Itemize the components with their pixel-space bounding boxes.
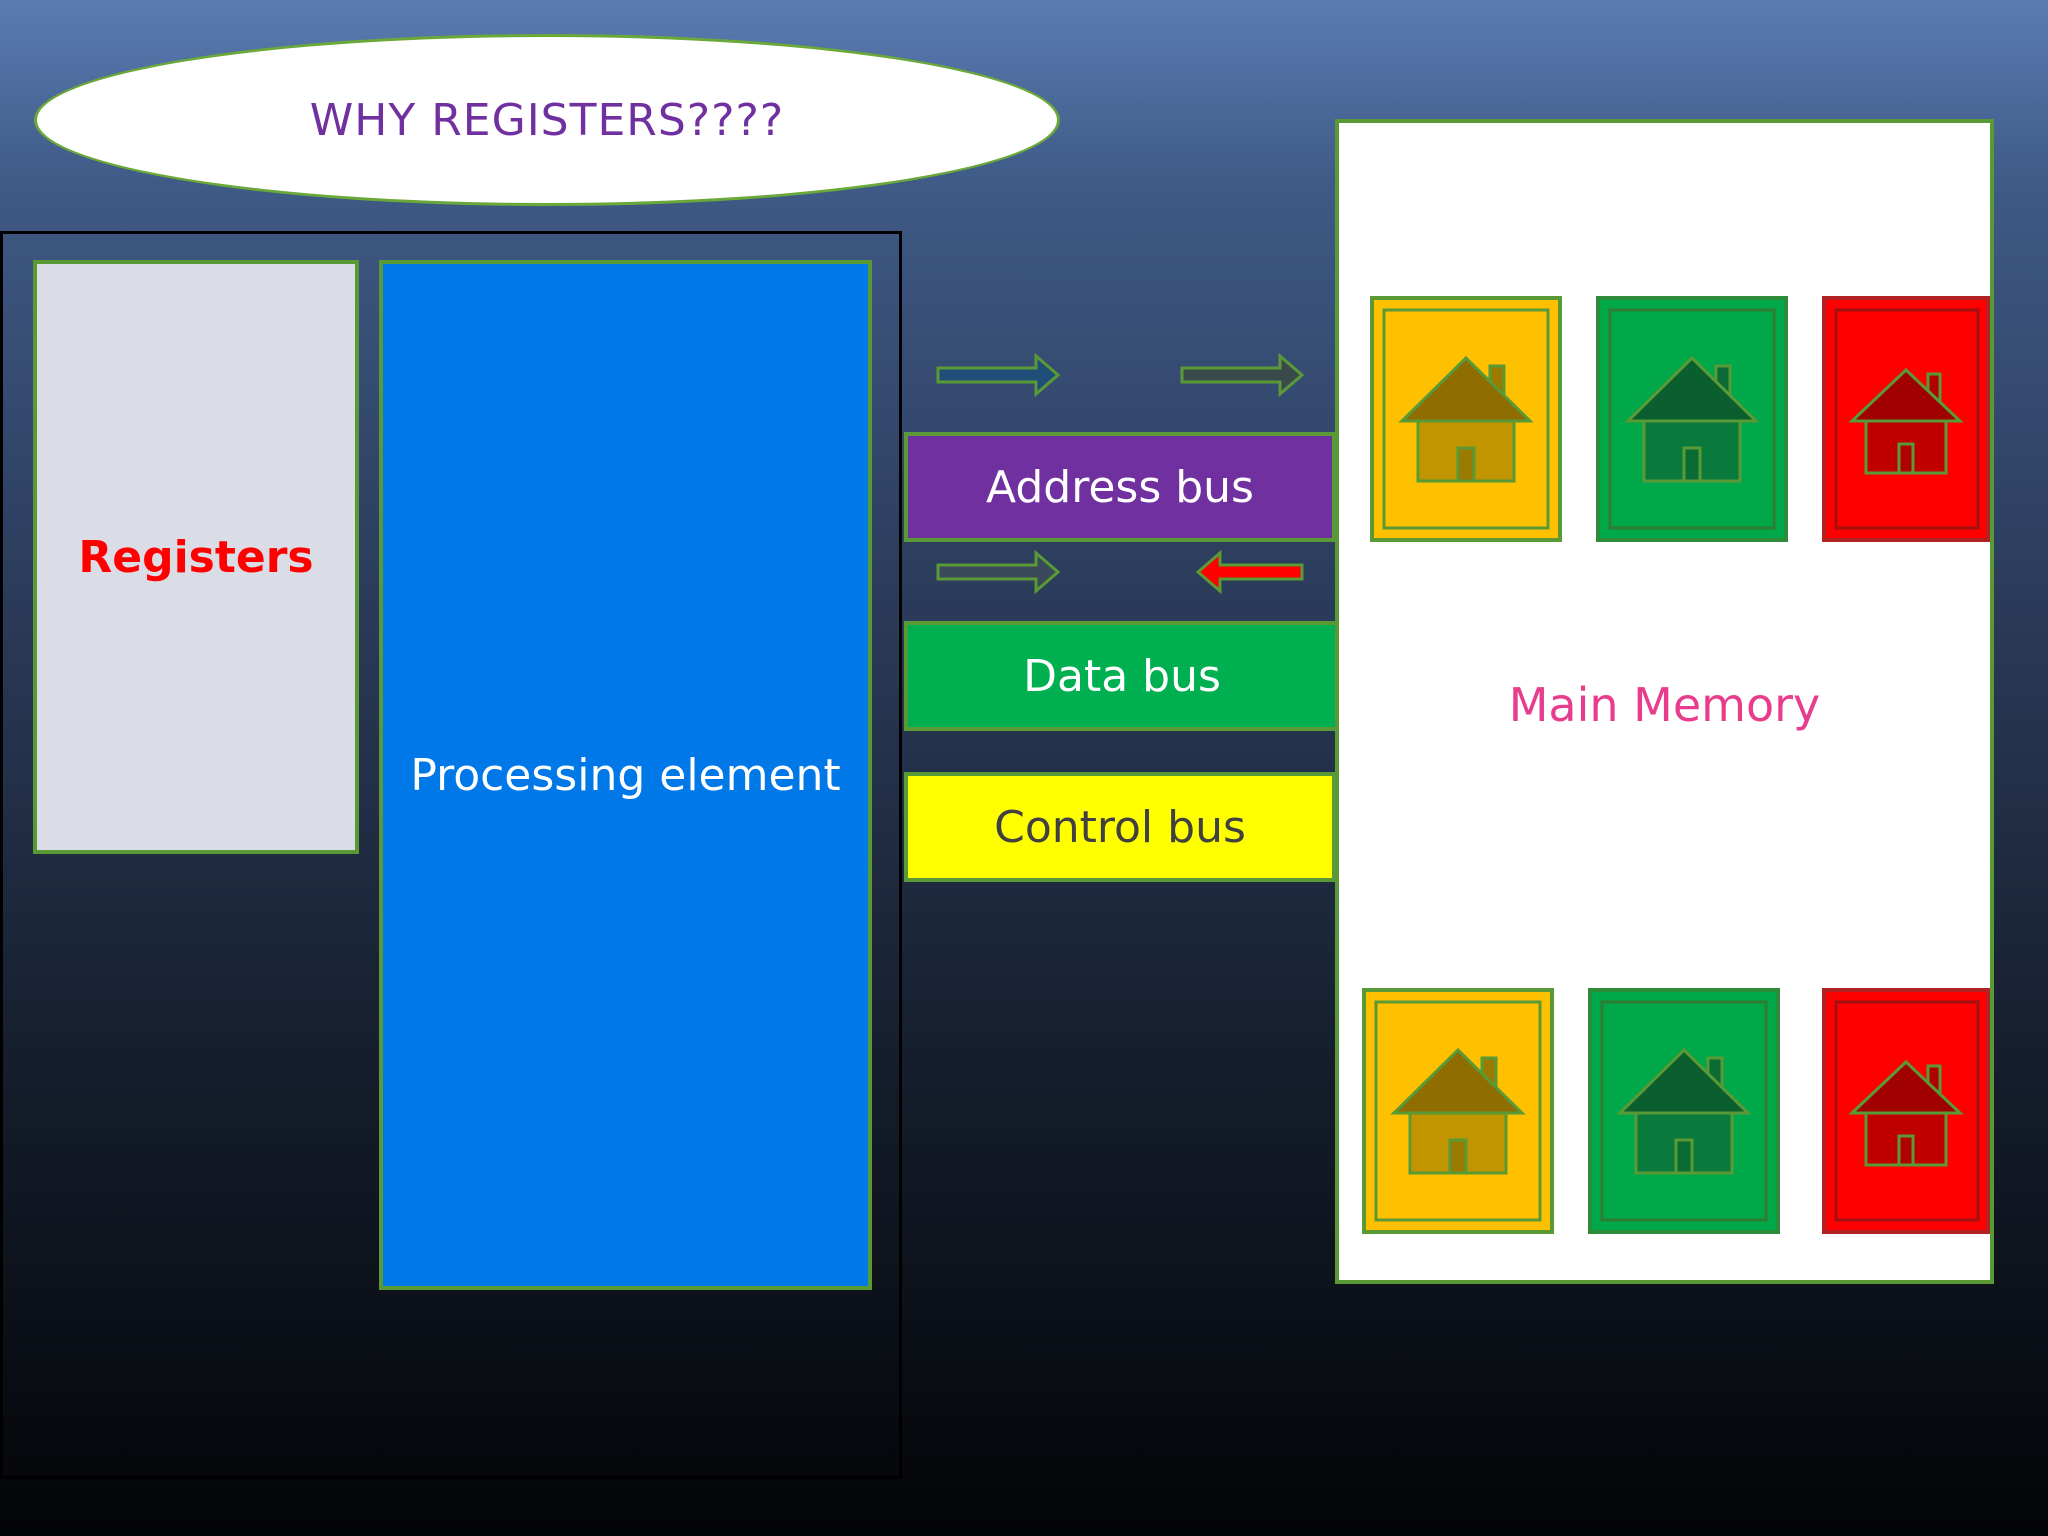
arrow-right-icon [1180, 352, 1305, 398]
house-icon [1390, 1047, 1526, 1175]
memory-cell-green [1596, 296, 1788, 542]
arrow-left-icon [1196, 549, 1304, 595]
house-icon [1848, 367, 1964, 475]
cpu-frame [0, 231, 902, 1479]
address-bus: Address bus [904, 432, 1336, 542]
house-icon [1624, 355, 1760, 483]
processing-element-box: Processing element [379, 260, 872, 1290]
control-bus: Control bus [904, 772, 1336, 882]
house-icon [1848, 1059, 1964, 1167]
address-bus-label: Address bus [986, 461, 1254, 513]
page-title: WHY REGISTERS???? [309, 94, 785, 146]
data-bus: Data bus [904, 621, 1340, 731]
data-bus-label: Data bus [1023, 650, 1221, 702]
memory-cell-red [1822, 296, 1990, 542]
arrow-right-icon [936, 549, 1061, 595]
main-memory-text: Main Memory [1508, 678, 1821, 732]
title-ellipse: WHY REGISTERS???? [34, 34, 1060, 206]
memory-cell-yellow [1370, 296, 1562, 542]
registers-label: Registers [78, 531, 314, 583]
house-icon [1398, 355, 1534, 483]
arrow-right-icon [936, 352, 1061, 398]
main-memory-label: Main Memory [1335, 670, 1994, 740]
house-icon [1616, 1047, 1752, 1175]
processing-element-label: Processing element [410, 749, 841, 801]
memory-cell-yellow [1362, 988, 1554, 1234]
memory-cell-red [1822, 988, 1990, 1234]
registers-box: Registers [33, 260, 359, 854]
memory-cell-green [1588, 988, 1780, 1234]
control-bus-label: Control bus [994, 801, 1246, 853]
